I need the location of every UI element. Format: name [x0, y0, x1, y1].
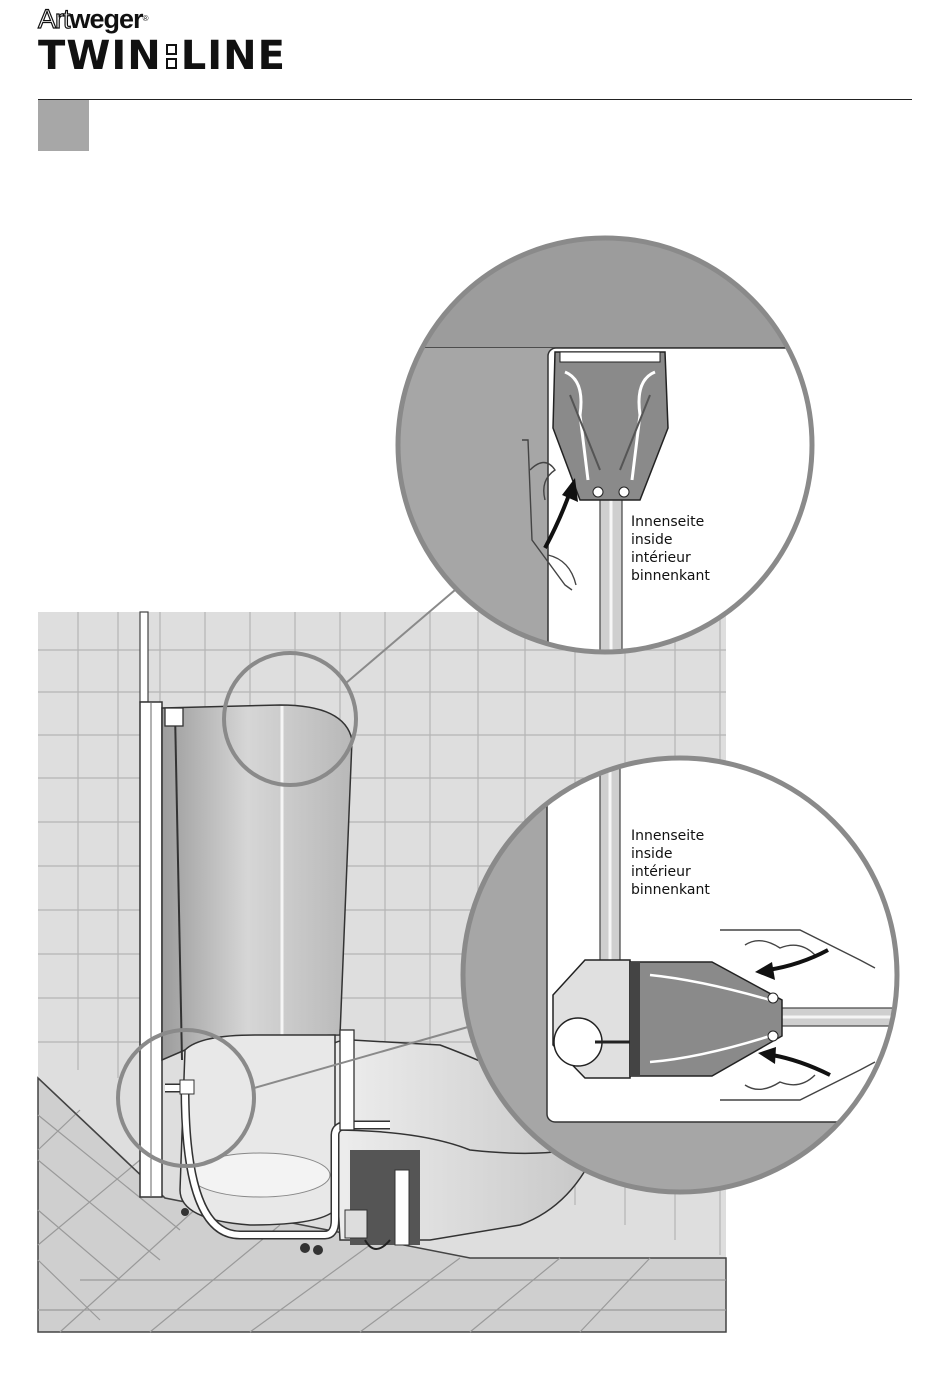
detail-circle-top: [390, 230, 828, 660]
label-nl: binnenkant: [631, 567, 710, 585]
label-fr: intérieur: [631, 863, 710, 881]
label-en: inside: [631, 845, 710, 863]
label-de: Innenseite: [631, 513, 710, 531]
label-fr: intérieur: [631, 549, 710, 567]
label-nl: binnenkant: [631, 881, 710, 899]
label-de: Innenseite: [631, 827, 710, 845]
inside-label-top: Innenseite inside intérieur binnenkant: [631, 513, 710, 585]
glass-panel: [162, 705, 352, 1060]
label-en: inside: [631, 531, 710, 549]
inside-label-bottom: Innenseite inside intérieur binnenkant: [631, 827, 710, 899]
